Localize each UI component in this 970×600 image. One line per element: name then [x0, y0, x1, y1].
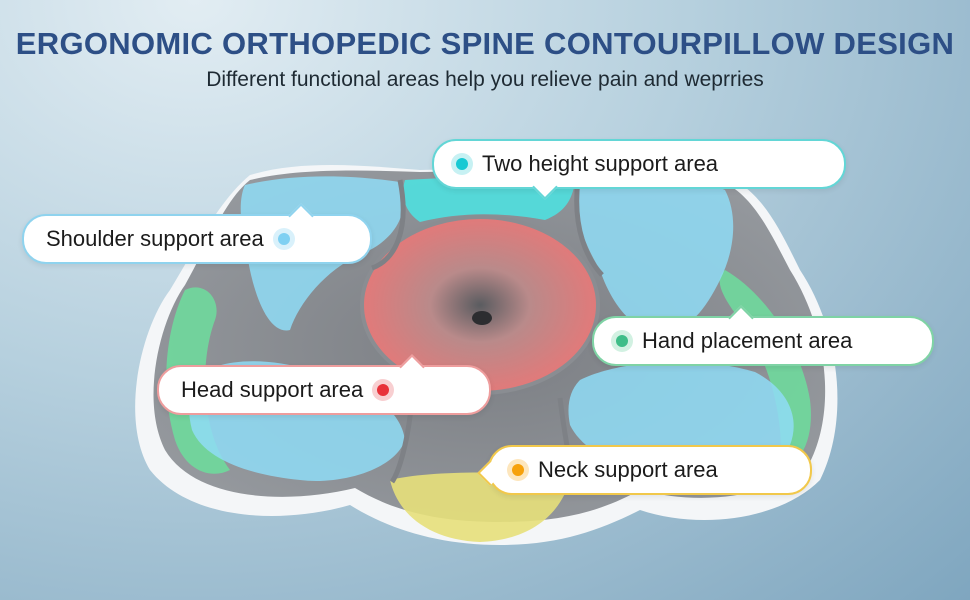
callout-neck-label: Neck support area: [538, 457, 718, 482]
neck-dot-icon: [512, 464, 524, 476]
shoulder-zone-right-top: [577, 178, 734, 335]
callout-two-height-label: Two height support area: [482, 151, 719, 176]
page-subtitle: Different functional areas help you reli…: [206, 68, 764, 91]
head-dot-icon: [377, 384, 390, 396]
callout-shoulder-label: Shoulder support area: [46, 226, 264, 251]
callout-head-label: Head support area: [181, 377, 364, 402]
callout-head-support: Head support area: [157, 354, 491, 415]
callout-neck-support: Neck support area: [477, 445, 812, 495]
callout-shoulder-support: Shoulder support area: [22, 203, 372, 264]
page-title: ERGONOMIC ORTHOPEDIC SPINE CONTOURPILLOW…: [15, 26, 955, 61]
two-height-dot-icon: [456, 158, 468, 170]
shoulder-dot-icon: [277, 233, 290, 245]
callout-hand-label: Hand placement area: [642, 328, 853, 353]
callout-two-height-support: Two height support area: [432, 139, 846, 200]
callout-hand-placement: Hand placement area: [592, 305, 934, 366]
hand-dot-icon: [616, 335, 628, 347]
head-center: [472, 311, 492, 325]
